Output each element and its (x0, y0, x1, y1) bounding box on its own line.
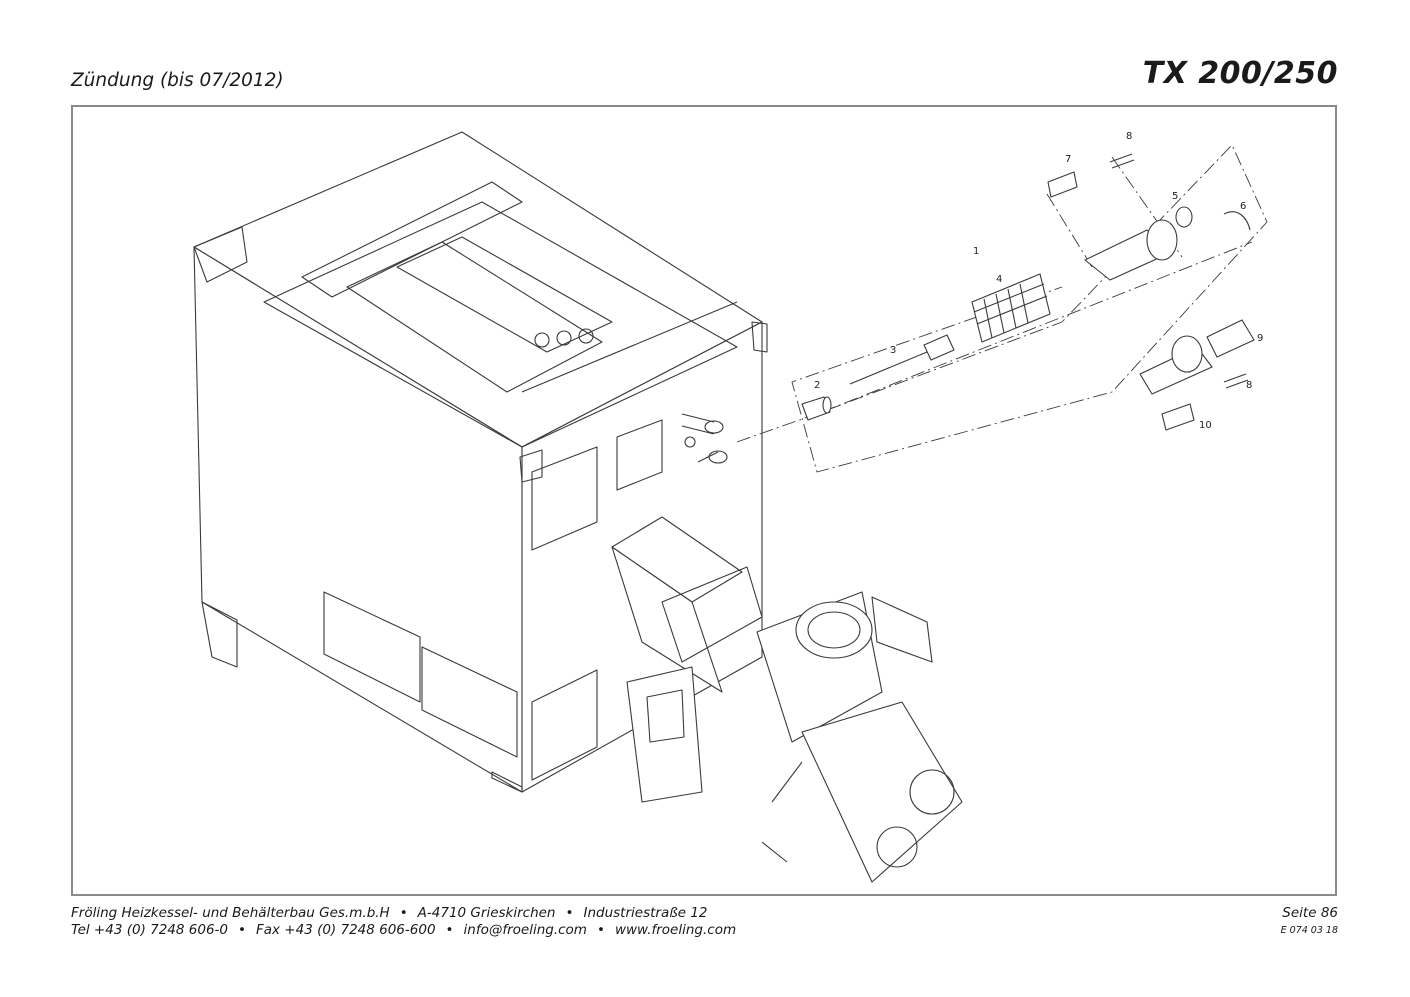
callout-9: 9 (1257, 333, 1263, 344)
callout-3: 3 (890, 345, 896, 356)
page-subtitle: Zündung (bis 07/2012) (71, 70, 284, 91)
callout-5: 5 (1172, 191, 1178, 202)
callout-10: 10 (1199, 420, 1212, 431)
footer-email[interactable]: info@froeling.com (463, 922, 587, 938)
callout-7: 7 (1065, 154, 1071, 165)
drawing-frame: 1 2 3 4 5 6 7 8 8 9 10 (71, 105, 1337, 896)
footer-line-1: Fröling Heizkessel- und Behälterbau Ges.… (71, 905, 708, 921)
ignition-parts (801, 153, 1255, 431)
footer-line-2: Tel +43 (0) 7248 606-0•Fax +43 (0) 7248 … (71, 922, 737, 938)
callout-8a: 8 (1126, 131, 1132, 142)
callout-4: 4 (996, 274, 1002, 285)
callout-1: 1 (973, 246, 979, 257)
footer-company: Fröling Heizkessel- und Behälterbau Ges.… (71, 905, 390, 921)
page-number: Seite 86 (1282, 905, 1338, 921)
callout-6: 6 (1240, 201, 1246, 212)
footer-fax: Fax +43 (0) 7248 606-600 (255, 922, 436, 938)
doc-code: E 074 03 18 (1280, 925, 1338, 936)
feed-unit (611, 516, 963, 883)
callout-8b: 8 (1246, 380, 1252, 391)
footer-web[interactable]: www.froeling.com (614, 922, 737, 938)
model-title: TX 200/250 (1142, 56, 1338, 91)
footer-city: A-4710 Grieskirchen (417, 905, 556, 921)
callout-2: 2 (814, 380, 820, 391)
footer-tel: Tel +43 (0) 7248 606-0 (71, 922, 228, 938)
footer-street: Industriestraße 12 (583, 905, 708, 921)
exploded-view-drawing: 1 2 3 4 5 6 7 8 8 9 10 (193, 131, 1268, 883)
callouts: 1 2 3 4 5 6 7 8 8 9 10 (814, 131, 1263, 431)
